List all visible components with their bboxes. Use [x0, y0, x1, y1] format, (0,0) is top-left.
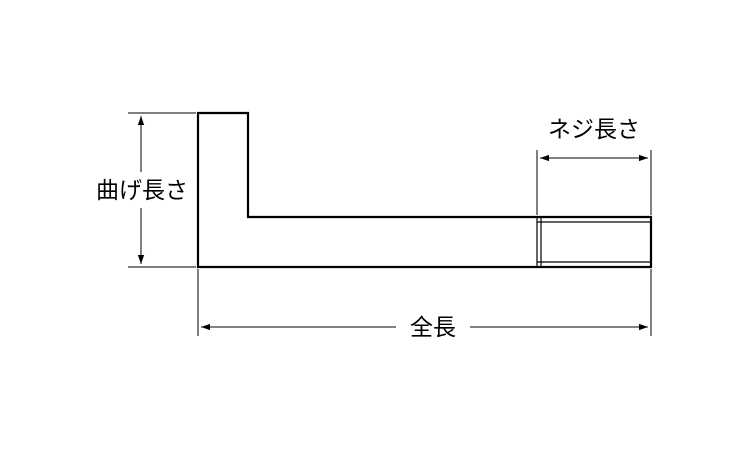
total-length-label: 全長 — [410, 315, 456, 341]
thread-section — [536, 217, 651, 267]
l-bolt-shape — [196, 111, 653, 269]
thread-length-dimension — [536, 150, 652, 215]
bend-label-bg — [90, 172, 194, 208]
thread-length-label: ネジ長さ — [548, 117, 640, 143]
bolt-outline — [196, 111, 653, 269]
bend-length-label: 曲げ長さ — [96, 178, 188, 204]
total-label-bg — [396, 312, 470, 344]
